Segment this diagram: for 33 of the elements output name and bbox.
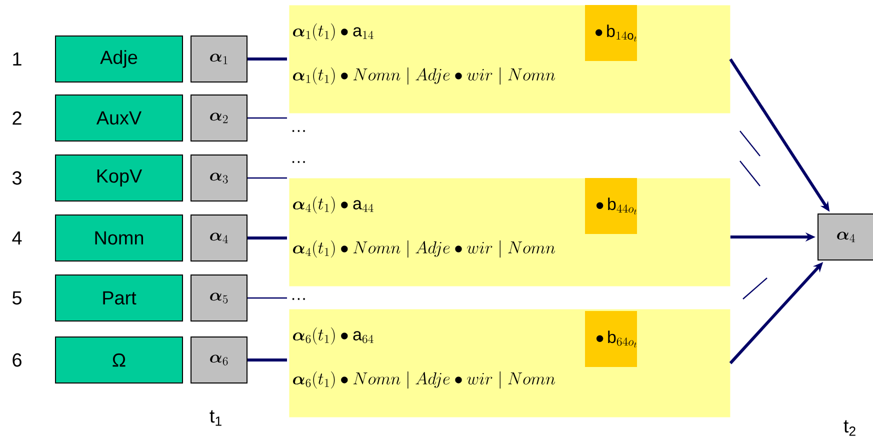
row-number: 4 — [12, 232, 22, 244]
tag-box: AuxV — [55, 94, 183, 142]
ellipsis: … — [292, 298, 305, 300]
connector-line — [248, 358, 287, 362]
state-box: $\boldsymbol{\alpha}_{1}$ — [190, 36, 248, 82]
tag-box: Part — [55, 274, 183, 322]
state-box: $\boldsymbol{\alpha}_{3}$ — [190, 154, 248, 202]
time-label: t$_{2}$ — [844, 420, 856, 436]
tag-box: KopV — [55, 154, 183, 202]
row-number: 3 — [12, 171, 22, 185]
state-box: $\boldsymbol{\alpha}_{4}$ — [818, 214, 873, 260]
row-number: 2 — [12, 111, 22, 125]
connector-line — [248, 177, 287, 179]
state-box: $\boldsymbol{\alpha}_{5}$ — [190, 274, 248, 322]
connector-line — [248, 236, 287, 240]
tag-box: Nomn — [55, 214, 183, 262]
tag-box: Adje — [55, 36, 183, 82]
state-box: $\boldsymbol{\alpha}_{2}$ — [190, 94, 248, 142]
state-box: $\boldsymbol{\alpha}_{6}$ — [190, 336, 248, 384]
state-box: $\boldsymbol{\alpha}_{4}$ — [190, 214, 248, 262]
ellipsis: … — [292, 130, 305, 132]
tag-box: Ω — [55, 336, 183, 384]
highlighted-term: $\bullet\,\mathrm{b}_{44o_{t}}$ — [585, 178, 637, 234]
connector-line — [248, 58, 287, 60]
row-number: 6 — [12, 353, 22, 367]
time-label: t$_{1}$ — [210, 410, 222, 426]
highlighted-term: $\bullet\,\mathrm{b}_{64o_{t}}$ — [585, 311, 637, 367]
connector-line — [248, 297, 287, 299]
row-number: 5 — [12, 291, 22, 305]
ellipsis: … — [292, 161, 305, 163]
highlighted-term: $\bullet\,\mathrm{b}_{14\mathrm{o}_{t}}$ — [585, 5, 637, 61]
row-number: 1 — [13, 52, 22, 66]
connector-line — [248, 117, 287, 119]
